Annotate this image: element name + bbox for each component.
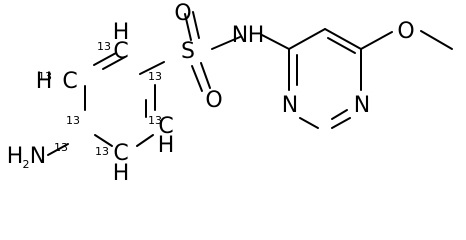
oxygen-methoxy-label: O — [397, 19, 414, 44]
bond-ring-upper-left-double — [93, 52, 117, 66]
bond-s-o-top-b — [192, 11, 200, 39]
nitrogen-nh-label: N — [232, 23, 248, 48]
isotope-label-c4: 13 — [66, 114, 80, 127]
isotope-label-c5: 13 — [148, 114, 162, 127]
isotope-label-c6: 13 — [95, 145, 109, 158]
bond-s-o-bottom-a — [191, 65, 203, 92]
bond-ring-lower-right — [136, 134, 154, 147]
amino-n-label: N — [30, 144, 46, 169]
bond-ring-lower-left — [94, 134, 113, 147]
isotope-label-c1: 13 — [97, 40, 111, 53]
bond-pyr-top-right — [324, 28, 362, 50]
chemical-structure-diagram: S O O N H N N O H N 2 13 C H 13 H C 13 1… — [7, 1, 453, 186]
bond-ring-amino — [47, 143, 69, 156]
bond-pyr-top — [288, 28, 326, 50]
bond-n-pyrimidine — [261, 34, 290, 50]
sulfur-atom-label: S — [181, 39, 195, 64]
nitrogen-ring-right-label: N — [354, 93, 370, 118]
carbon-lower-right-c-label: C — [158, 114, 173, 139]
carbon-bottom-c-label: C — [113, 141, 128, 166]
oxygen-top-label: O — [174, 1, 191, 26]
bond-s-o-top-a — [184, 13, 192, 41]
amino-h-label: H — [7, 144, 24, 169]
bond-s-o-bottom-b — [200, 62, 211, 89]
carbon-far-left-h-label: H — [36, 69, 53, 94]
isotope-label-c7: 13 — [54, 141, 68, 154]
bond-pyr-bottom-left — [299, 117, 319, 129]
amino-subscript-2: 2 — [23, 158, 30, 171]
isotope-label-c3: 13 — [148, 70, 162, 83]
bond-o-methyl — [420, 30, 453, 50]
bond-ring-c-s — [139, 61, 165, 75]
oxygen-bottom-label: O — [205, 88, 222, 113]
bond-c-o-methoxy — [360, 31, 393, 50]
bond-pyr-bottom-right-double — [331, 109, 348, 120]
carbon-far-left-c-label: C — [62, 69, 77, 94]
nitrogen-ring-left-label: N — [282, 93, 298, 118]
carbon-upper-left-c-label: C — [113, 39, 128, 64]
bond-s-n — [211, 36, 241, 50]
carbon-bottom-h-label: H — [113, 161, 130, 186]
carbon-lower-right-h-label: H — [158, 133, 175, 158]
bond-pyr-bottom-right — [331, 117, 351, 129]
carbon-upper-left-h-label: H — [113, 20, 130, 45]
hydrogen-nh-label: H — [248, 23, 265, 48]
bond-pyr-top-right-double — [327, 37, 356, 54]
isotope-label-c2: 13 — [38, 70, 52, 83]
bond-ring-upper-left — [102, 56, 126, 70]
